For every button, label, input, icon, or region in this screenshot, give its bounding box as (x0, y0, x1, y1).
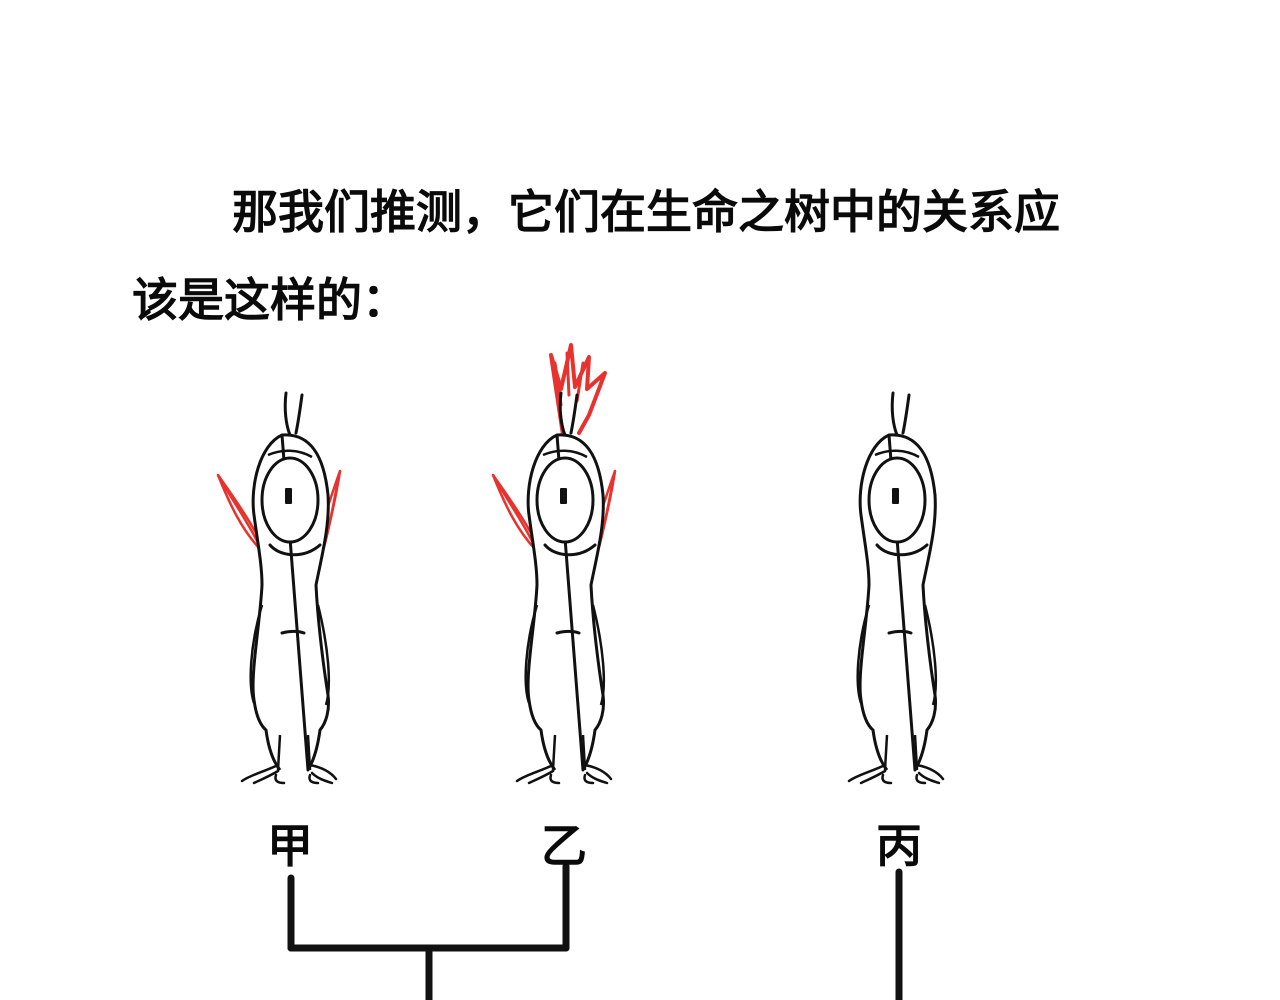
caption-line-2: 该是这样的： (132, 273, 408, 327)
creature-body-icon (847, 391, 945, 785)
creature-c (847, 391, 945, 785)
creature-a (216, 391, 342, 785)
creature-body-icon (515, 391, 613, 785)
label-yi: 乙 (541, 819, 587, 873)
caption-text: 那我们推测，它们在生命之树中的关系应 该是这样的： (132, 168, 1142, 344)
caption-line-1: 那我们推测，它们在生命之树中的关系应 (232, 185, 1060, 239)
phylogeny-lines (287, 862, 903, 1000)
creature-b (491, 343, 617, 785)
label-jia: 甲 (267, 819, 313, 873)
label-bing: 丙 (876, 819, 922, 873)
creature-body-icon (240, 391, 338, 785)
red-crest-icon (549, 343, 607, 437)
